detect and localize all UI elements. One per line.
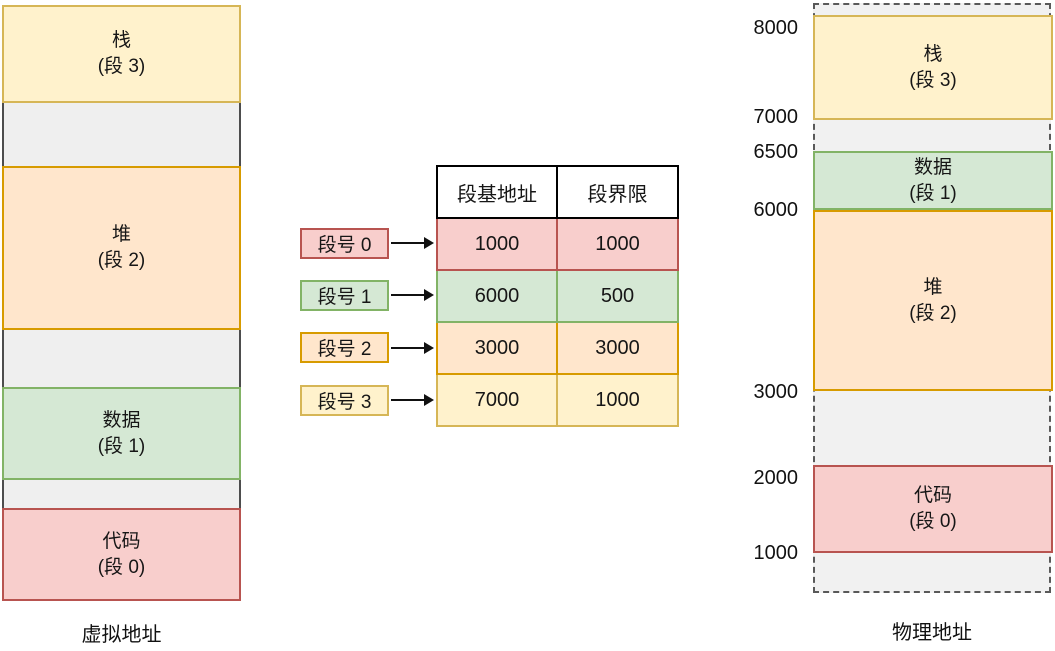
table-cell-limit-1: 500 [556,269,679,323]
segment-number: (段 1) [909,182,957,204]
segment-tag-3: 段号 3 [300,385,389,416]
physical-segment-data: 数据 (段 1) [813,151,1053,210]
segment-tag-2: 段号 2 [300,332,389,363]
virtual-gap [2,330,241,387]
physical-segment-heap: 堆 (段 2) [813,210,1053,391]
table-cell-limit-3: 1000 [556,373,679,427]
arrow-right-icon [391,237,434,249]
address-label-6000: 6000 [753,199,799,221]
table-header-row: 段基地址 段界限 [436,165,679,219]
table-header-base: 段基地址 [436,165,558,219]
table-cell-base-2: 3000 [436,321,558,375]
segment-tag-1: 段号 1 [300,280,389,311]
segment-number: (段 2) [97,250,146,271]
segment-name: 代码 [102,530,141,552]
virtual-segment-stack: 栈 (段 3) [2,5,241,103]
physical-segment-code: 代码 (段 0) [813,465,1053,553]
virtual-segment-heap: 堆 (段 2) [2,166,241,330]
table-cell-limit-2: 3000 [556,321,679,375]
segment-name: 堆 [111,224,131,245]
table-cell-base-0: 1000 [436,217,558,271]
physical-segment-stack: 栈 (段 3) [813,15,1053,120]
virtual-gap [2,103,241,166]
table-row: 3000 3000 [436,321,679,375]
table-row: 6000 500 [436,269,679,323]
segment-number: (段 0) [97,556,146,578]
segment-number: (段 0) [909,511,957,532]
table-header-limit: 段界限 [556,165,679,219]
address-label-2000: 2000 [753,467,799,489]
segment-number: (段 3) [909,69,957,91]
virtual-segment-data: 数据 (段 1) [2,387,241,480]
segment-name: 代码 [913,485,952,506]
table-cell-limit-0: 1000 [556,217,679,271]
arrow-right-icon [391,289,434,301]
segment-table: 段基地址 段界限 1000 1000 6000 500 3000 3000 70… [436,165,679,427]
arrow-right-icon [391,394,434,406]
table-cell-base-3: 7000 [436,373,558,427]
segment-name: 数据 [102,409,141,431]
arrow-right-icon [391,342,434,354]
address-label-8000: 8000 [753,17,799,39]
address-label-6500: 6500 [753,141,799,163]
segment-number: (段 3) [97,56,146,77]
segment-number: (段 2) [909,302,957,324]
address-label-7000: 7000 [753,106,799,128]
address-label-1000: 1000 [753,542,799,564]
virtual-gap [2,480,241,508]
virtual-address-caption: 虚拟地址 [81,624,162,646]
segment-number: (段 1) [97,435,146,457]
virtual-segment-code: 代码 (段 0) [2,508,241,601]
table-cell-base-1: 6000 [436,269,558,323]
physical-address-caption: 物理地址 [892,622,972,644]
address-label-3000: 3000 [753,381,799,403]
segment-name: 数据 [913,156,952,178]
table-row: 1000 1000 [436,217,679,271]
segment-tag-0: 段号 0 [300,228,389,259]
segment-name: 栈 [111,30,131,51]
segment-name: 堆 [923,276,943,298]
segment-name: 栈 [923,43,943,65]
table-row: 7000 1000 [436,373,679,427]
